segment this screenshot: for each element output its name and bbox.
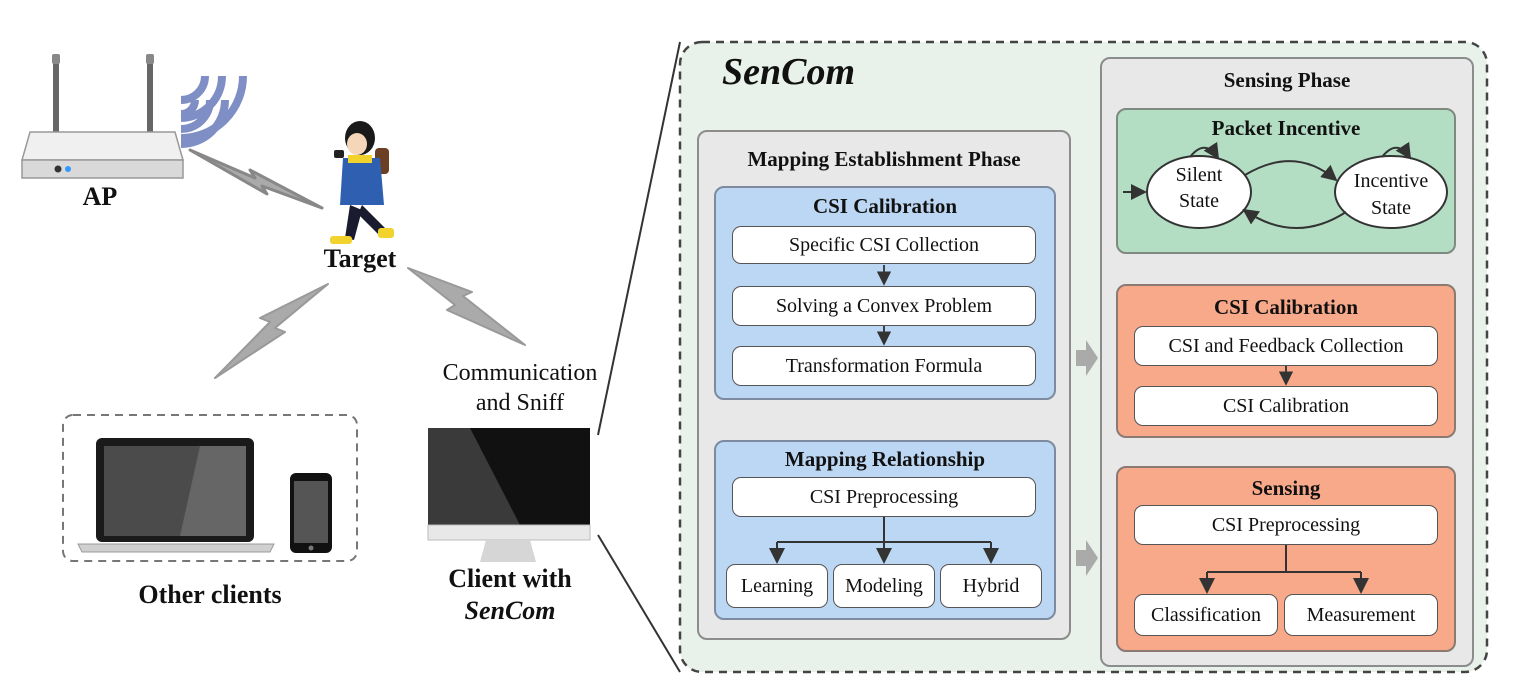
other-clients-frame	[62, 414, 358, 562]
other-clients-label: Other clients	[138, 580, 282, 609]
incentive-state-label-1: Incentive	[1353, 170, 1429, 192]
silent-state-label-2: State	[1179, 190, 1219, 212]
method-hybrid: Hybrid	[940, 564, 1042, 608]
signal-bolt-target-client	[407, 267, 526, 346]
zoom-line-top	[597, 41, 681, 436]
packet-incentive-title: Packet Incentive	[1211, 116, 1361, 140]
phone-icon	[290, 473, 332, 553]
comm-sniff-line2: and Sniff	[475, 390, 565, 416]
person-icon	[330, 121, 394, 244]
signal-bolt-ap-target	[188, 148, 324, 210]
client-label-line1: Client with	[448, 564, 572, 593]
mapping-calibration-title: CSI Calibration	[812, 194, 958, 218]
step-csi-feedback-collection: CSI and Feedback Collection	[1134, 326, 1438, 366]
laptop-icon	[77, 438, 275, 553]
zoom-line-bottom	[597, 534, 681, 673]
sensing-phase-title: Sensing Phase	[1223, 68, 1351, 92]
signal-bolt-target-others	[214, 283, 329, 379]
silent-state-label-1: Silent	[1175, 164, 1223, 186]
method-learning: Learning	[726, 564, 828, 608]
mapping-relationship-title: Mapping Relationship	[784, 447, 986, 471]
step-specific-csi-collection: Specific CSI Collection	[732, 226, 1036, 264]
sensing-calibration-title: CSI Calibration	[1213, 295, 1359, 319]
router-icon	[21, 54, 184, 179]
comm-sniff-line1: Communication	[442, 360, 598, 386]
phase-arrow-upper	[1076, 340, 1098, 376]
step-csi-preprocessing-sensing: CSI Preprocessing	[1134, 505, 1438, 545]
mapping-phase-title: Mapping Establishment Phase	[747, 147, 1021, 171]
step-csi-calibration: CSI Calibration	[1134, 386, 1438, 426]
step-csi-preprocessing-mapping: CSI Preprocessing	[732, 477, 1036, 517]
step-solving-convex-problem: Solving a Convex Problem	[732, 286, 1036, 326]
output-classification: Classification	[1134, 594, 1278, 636]
target-label: Target	[323, 244, 397, 273]
client-label-line2: SenCom	[464, 596, 556, 625]
sencom-title: SenCom	[722, 51, 856, 93]
phase-arrow-lower	[1076, 540, 1098, 576]
incentive-state-label-2: State	[1371, 197, 1411, 219]
monitor-icon	[427, 428, 591, 562]
method-modeling: Modeling	[833, 564, 935, 608]
ap-label: AP	[82, 182, 118, 211]
step-transformation-formula: Transformation Formula	[732, 346, 1036, 386]
output-measurement: Measurement	[1284, 594, 1438, 636]
sensing-title: Sensing	[1251, 476, 1321, 500]
